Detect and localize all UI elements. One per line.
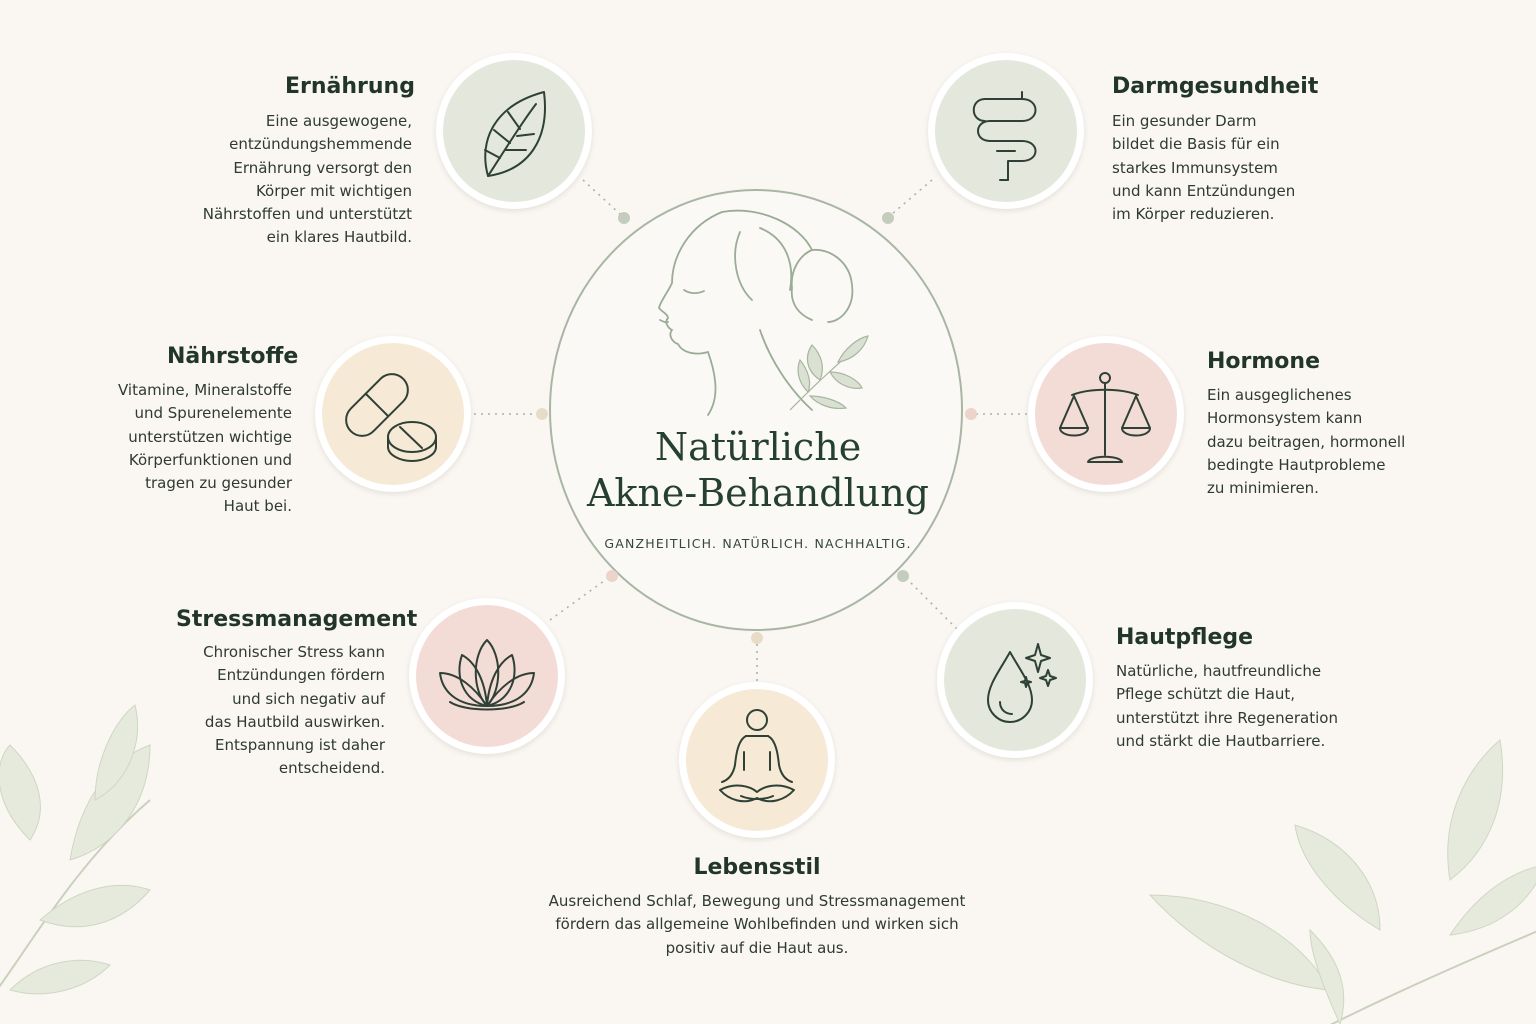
factor-lebensstil-circle bbox=[679, 682, 835, 838]
description-line: Nährstoffen und unterstützt bbox=[202, 205, 412, 224]
lotus-icon bbox=[439, 639, 535, 711]
factor-hormone-title: Hormone bbox=[1207, 349, 1320, 374]
description-line: Pflege schützt die Haut, bbox=[1116, 685, 1296, 704]
description-line: Haut bei. bbox=[223, 497, 292, 516]
description-line: bedingte Hautprobleme bbox=[1207, 455, 1386, 474]
decorative-leaves-left bbox=[0, 704, 151, 995]
factor-hautpflege-description: Natürliche, hautfreundliche Pflege schüt… bbox=[1116, 660, 1338, 753]
description-line: unterstützt ihre Regeneration bbox=[1116, 708, 1338, 727]
description-line: und kann Entzündungen bbox=[1112, 181, 1296, 200]
description-line: unterstützen wichtige bbox=[128, 427, 292, 446]
center-subtitle: GANZHEITLICH. NATÜRLICH. NACHHALTIG. bbox=[604, 536, 912, 551]
center-title-line2: Akne-Behandlung bbox=[586, 471, 930, 515]
description-line: ein klares Hautbild. bbox=[266, 228, 412, 247]
factor-ernaehrung-description: Eine ausgewogene, entzündungshemmende Er… bbox=[203, 110, 412, 250]
description-line: und stärkt die Hautbarriere. bbox=[1116, 731, 1326, 750]
intestine-icon bbox=[972, 91, 1037, 181]
meditation-icon bbox=[719, 709, 795, 803]
factor-stressmanagement-description: Chronischer Stress kann Entzündungen för… bbox=[203, 641, 385, 781]
description-line: Ein ausgeglichenes bbox=[1207, 386, 1352, 404]
description-line: tragen zu gesunder bbox=[145, 474, 292, 493]
description-line: Ein gesunder Darm bbox=[1112, 112, 1257, 130]
description-line: im Körper reduzieren. bbox=[1112, 205, 1275, 224]
description-line: Ausreichend Schlaf, Bewegung und Stressm… bbox=[548, 892, 966, 910]
leaf-icon bbox=[484, 91, 546, 177]
description-line: und sich negativ auf bbox=[232, 689, 385, 708]
decorative-leaves-right bbox=[1148, 739, 1536, 1024]
description-line: Körper mit wichtigen bbox=[255, 181, 412, 200]
description-line: zu minimieren. bbox=[1207, 479, 1319, 498]
factor-darmgesundheit-title: Darmgesundheit bbox=[1112, 74, 1319, 99]
connector-dots bbox=[536, 212, 977, 644]
factor-lebensstil-description: Ausreichend Schlaf, Bewegung und Stressm… bbox=[507, 890, 1007, 960]
factor-naehrstoffe-description: Vitamine, Mineralstoffe und Spurenelemen… bbox=[118, 379, 292, 519]
description-line: Körperfunktionen und bbox=[128, 450, 292, 469]
center-title-line1: Natürliche bbox=[654, 425, 862, 469]
description-line: Natürliche, hautfreundliche bbox=[1116, 662, 1322, 680]
description-line: das Hautbild auswirken. bbox=[204, 712, 385, 731]
factor-hautpflege-circle bbox=[937, 602, 1093, 758]
factor-stressmanagement-circle bbox=[409, 598, 565, 754]
droplet-icon bbox=[987, 643, 1057, 723]
description-line: Entzündungen fördern bbox=[217, 666, 385, 685]
factor-darmgesundheit-description: Ein gesunder Darm bildet die Basis für e… bbox=[1112, 110, 1295, 226]
factor-hormone-description: Ein ausgeglichenes Hormonsystem kann daz… bbox=[1207, 384, 1405, 500]
center-circle bbox=[549, 189, 963, 631]
pills-icon bbox=[345, 373, 437, 462]
description-line: positiv auf die Haut aus. bbox=[665, 938, 849, 957]
description-line: Eine ausgewogene, bbox=[265, 112, 412, 130]
factor-ernaehrung-title: Ernährung bbox=[285, 74, 415, 99]
factor-ernaehrung-circle bbox=[436, 53, 592, 209]
description-line: entscheidend. bbox=[278, 759, 385, 778]
description-line: entzündungshemmende bbox=[229, 135, 412, 154]
factor-hautpflege-title: Hautpflege bbox=[1116, 625, 1254, 650]
description-line: Vitamine, Mineralstoffe bbox=[117, 381, 292, 399]
description-line: bildet die Basis für ein bbox=[1112, 135, 1280, 154]
factor-darmgesundheit-circle bbox=[928, 53, 1084, 209]
factor-stressmanagement-title: Stressmanagement bbox=[176, 607, 418, 632]
connectors bbox=[474, 179, 1030, 682]
description-line: Chronischer Stress kann bbox=[203, 643, 385, 661]
description-line: Entspannung ist daher bbox=[215, 736, 385, 755]
description-line: Ernährung versorgt den bbox=[233, 158, 412, 177]
description-line: starkes Immunsystem bbox=[1112, 158, 1278, 177]
factor-naehrstoffe-circle bbox=[315, 336, 471, 492]
description-line: dazu beitragen, hormonell bbox=[1207, 432, 1406, 451]
description-line: und Spurenelemente bbox=[134, 404, 292, 423]
sprig-illustration bbox=[789, 335, 869, 411]
description-line: Hormonsystem kann bbox=[1207, 409, 1363, 428]
factor-lebensstil-title: Lebensstil bbox=[693, 855, 821, 880]
factor-naehrstoffe-title: Nährstoffe bbox=[167, 344, 299, 369]
center-title: Natürliche Akne-Behandlung bbox=[560, 424, 956, 516]
woman-face-illustration bbox=[658, 209, 854, 416]
description-line: fördern das allgemeine Wohlbefinden und … bbox=[555, 915, 959, 934]
scale-icon bbox=[1059, 372, 1151, 463]
